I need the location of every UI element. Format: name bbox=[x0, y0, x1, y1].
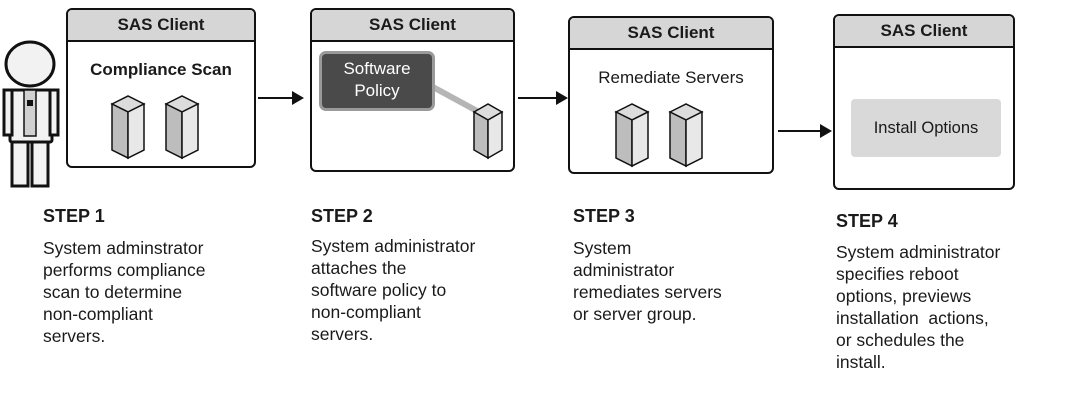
desc-line: or server group. bbox=[573, 304, 697, 324]
desc-line: specifies reboot bbox=[836, 264, 959, 284]
sas-client-panel-4: SAS Client Install Options bbox=[833, 14, 1015, 190]
desc-line: options, previews bbox=[836, 286, 972, 306]
remediate-servers-label: Remediate Servers bbox=[598, 68, 744, 87]
desc-line: scan to determine bbox=[43, 282, 183, 302]
panel-header: SAS Client bbox=[68, 10, 254, 42]
arrow-2-line bbox=[518, 97, 558, 99]
step-1-description: System adminstrator performs compliance … bbox=[43, 237, 205, 347]
arrow-1-head bbox=[292, 91, 304, 105]
desc-line: System administrator bbox=[836, 242, 1001, 262]
sas-client-panel-1: SAS Client Compliance Scan bbox=[66, 8, 256, 168]
sas-client-panel-3: SAS Client Remediate Servers bbox=[568, 16, 774, 174]
step-4-description: System administrator specifies reboot op… bbox=[836, 241, 1000, 373]
install-options-box: Install Options bbox=[851, 99, 1001, 157]
panel-header: SAS Client bbox=[835, 16, 1013, 48]
step-2-description: System administrator attaches the softwa… bbox=[311, 235, 475, 345]
desc-line: servers. bbox=[311, 324, 374, 344]
desc-line: install. bbox=[836, 352, 886, 372]
sas-client-panel-2: SAS Client Software Policy bbox=[310, 8, 515, 172]
arrow-3-head bbox=[820, 124, 832, 138]
arrow-1-line bbox=[258, 97, 294, 99]
desc-line: System administrator bbox=[311, 236, 476, 256]
software-policy-box: Software Policy bbox=[322, 54, 432, 108]
step-1-title: STEP 1 bbox=[43, 206, 105, 226]
arrow-3-line bbox=[778, 130, 822, 132]
desc-line: attaches the bbox=[311, 258, 407, 278]
step-3-description: System administrator remediates servers … bbox=[573, 237, 722, 325]
desc-line: System adminstrator bbox=[43, 238, 204, 258]
step-3-title: STEP 3 bbox=[573, 206, 635, 226]
desc-line: administrator bbox=[573, 260, 675, 280]
panel-header: SAS Client bbox=[570, 18, 772, 50]
software-policy-label: Software Policy bbox=[343, 59, 411, 100]
desc-line: remediates servers bbox=[573, 282, 722, 302]
desc-line: System bbox=[573, 238, 632, 258]
compliance-scan-label: Compliance Scan bbox=[90, 60, 232, 79]
panel-header: SAS Client bbox=[312, 10, 513, 42]
step-4-title: STEP 4 bbox=[836, 211, 898, 231]
desc-line: or schedules the bbox=[836, 330, 965, 350]
servers-icon bbox=[110, 95, 200, 160]
step-2-title: STEP 2 bbox=[311, 206, 373, 226]
servers-icon bbox=[614, 103, 704, 168]
desc-line: non-compliant bbox=[311, 302, 421, 322]
desc-line: software policy to bbox=[311, 280, 447, 300]
administrator-person-icon bbox=[2, 40, 60, 188]
desc-line: performs compliance bbox=[43, 260, 206, 280]
desc-line: servers. bbox=[43, 326, 106, 346]
desc-line: non-compliant bbox=[43, 304, 153, 324]
desc-line: installation actions, bbox=[836, 308, 989, 328]
arrow-2-head bbox=[556, 91, 568, 105]
